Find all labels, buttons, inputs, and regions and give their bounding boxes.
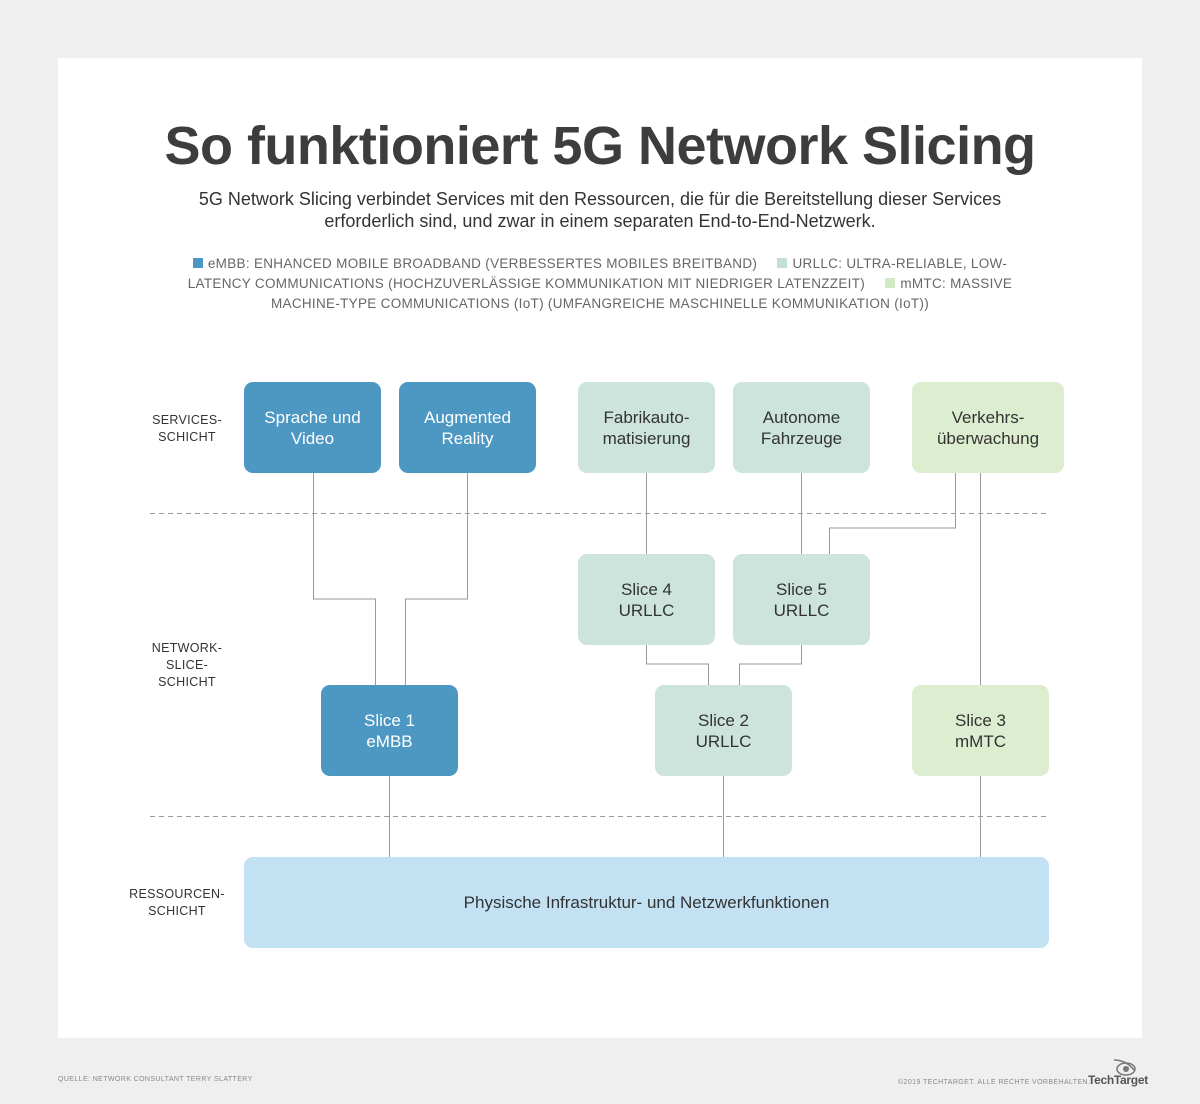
copyright-note: ©2019 TECHTARGET. ALLE RECHTE VORBEHALTE… [898, 1079, 1091, 1086]
techtarget-logo[interactable]: TechTarget [1088, 1073, 1148, 1087]
infrastructure-box[interactable]: Physische Infrastruktur- und Netzwerkfun… [244, 857, 1049, 948]
layer-label-services: SERVICES- SCHICHT [152, 413, 222, 444]
service-verkehrsueberwachung[interactable]: Verkehrs- überwachung [912, 382, 1064, 473]
connector-sprache-slice1 [313, 473, 376, 685]
slice-5-urllc[interactable]: Slice 5 URLLC [733, 554, 870, 645]
service-autonome-fahrzeuge[interactable]: Autonome Fahrzeuge [733, 382, 870, 473]
connector-ar-slice1 [405, 473, 468, 685]
slice-3-mmtc[interactable]: Slice 3 mMTC [912, 685, 1049, 776]
source-note: QUELLE: NETWORK CONSULTANT TERRY SLATTER… [58, 1076, 253, 1083]
connector-verkehr-slice5 [829, 473, 956, 554]
slice-2-urllc[interactable]: Slice 2 URLLC [655, 685, 792, 776]
embb-swatch [192, 258, 203, 268]
service-augmented-reality[interactable]: Augmented Reality [399, 382, 536, 473]
slice-1-embb[interactable]: Slice 1 eMBB [321, 685, 458, 776]
legend: eMBB: ENHANCED MOBILE BROADBAND (VERBESS… [180, 254, 1020, 314]
legend-mmtc: mMTC: MASSIVE MACHINE-TYPE COMMUNICATION… [270, 276, 1013, 311]
subtitle: 5G Network Slicing verbindet Services mi… [198, 189, 1002, 231]
mmtc-swatch [885, 278, 896, 288]
slice-4-urllc[interactable]: Slice 4 URLLC [578, 554, 715, 645]
eye-icon [1113, 1059, 1136, 1076]
connector-slice5-slice2 [739, 645, 802, 685]
layer-label-network-slice: NETWORK- SLICE- SCHICHT [151, 641, 223, 689]
urllc-swatch [777, 258, 788, 268]
page-title: So funktioniert 5G Network Slicing [164, 116, 1036, 176]
layer-label-resources: RESSOURCEN- SCHICHT [129, 887, 225, 918]
connector-slice4-slice2 [646, 645, 709, 685]
service-fabrikautomatisierung[interactable]: Fabrikauto- matisierung [578, 382, 715, 473]
legend-urllc: URLLC: ULTRA-RELIABLE, LOW-LATENCY COMMU… [187, 256, 1008, 291]
legend-embb: eMBB: ENHANCED MOBILE BROADBAND (VERBESS… [207, 256, 758, 271]
service-sprache-video[interactable]: Sprache und Video [244, 382, 381, 473]
